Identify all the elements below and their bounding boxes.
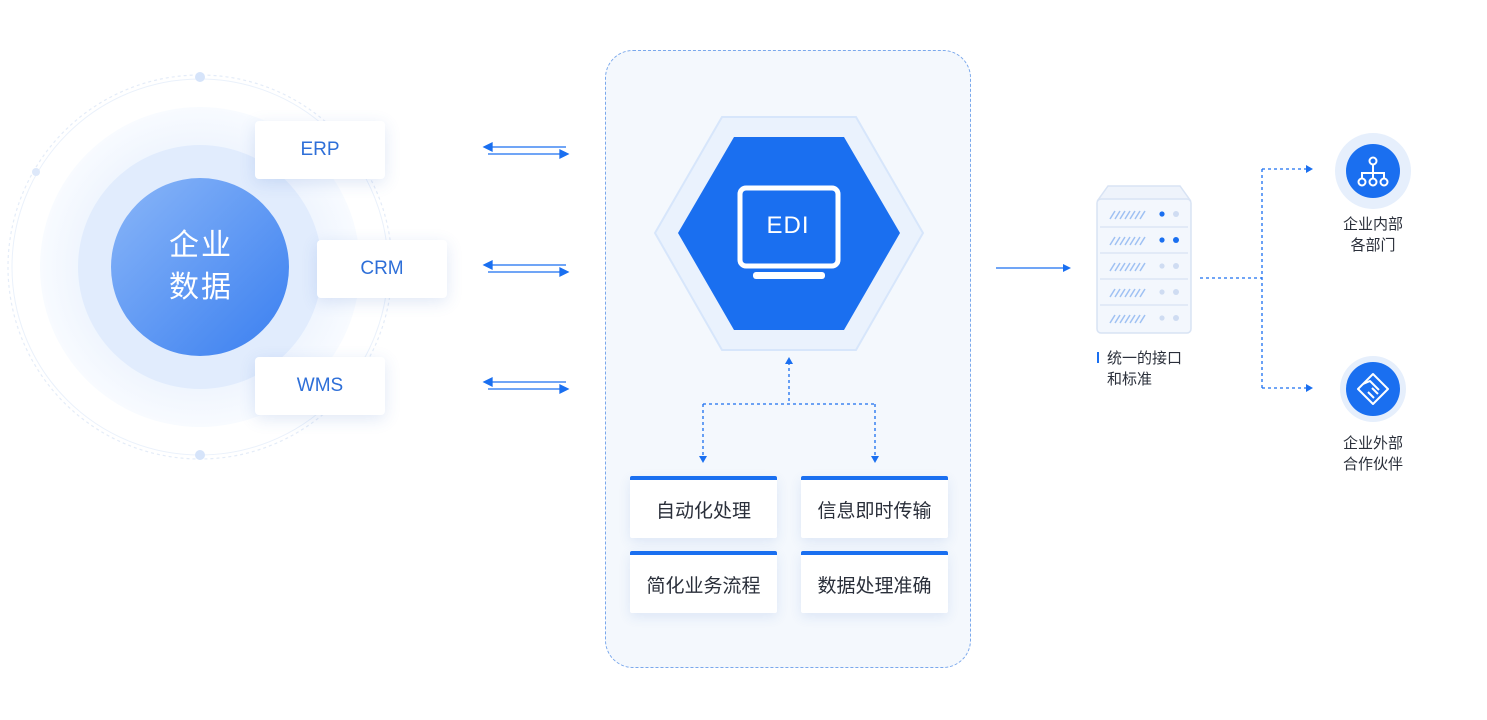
server-rack-icon: [1096, 185, 1192, 334]
edi-feature-connectors: [702, 362, 876, 458]
core-data-label: 企业 数据: [112, 178, 290, 356]
org-tree-icon: [1335, 133, 1411, 209]
distribution-arrowheads: [1306, 165, 1313, 392]
handshake-icon: [1340, 356, 1406, 422]
feature-card: 简化业务流程: [630, 551, 777, 613]
system-label: ERP: [300, 139, 340, 160]
edi-to-server-arrow: [996, 264, 1071, 272]
destination-line-2: 各部门: [1350, 237, 1396, 254]
interface-line-1: 统一的接口: [1107, 350, 1183, 367]
system-card-wms: WMS: [255, 357, 385, 415]
feature-card: 自动化处理: [630, 476, 777, 538]
system-label: WMS: [296, 375, 344, 396]
interface-line-2: 和标准: [1107, 371, 1153, 388]
feature-card: 数据处理准确: [801, 551, 948, 613]
core-line-2: 数据: [169, 271, 233, 304]
feature-card: 信息即时传输: [801, 476, 948, 538]
system-card-erp: ERP: [255, 121, 385, 179]
monitor-icon: [737, 185, 841, 279]
system-label: CRM: [360, 258, 404, 279]
interface-label-bar: [1097, 352, 1099, 363]
edi-label: EDI: [766, 212, 810, 239]
edi-hexagon: [653, 116, 925, 351]
interface-label: 统一的接口 和标准: [1107, 348, 1182, 390]
system-arrows: [482, 141, 570, 395]
core-data-circle: [111, 178, 289, 356]
distribution-connectors: [1200, 168, 1306, 389]
destination-external-label: 企业外部 合作伙伴: [1323, 433, 1423, 475]
system-card-crm: CRM: [317, 240, 447, 298]
destination-line-1: 企业外部: [1342, 435, 1403, 452]
destination-line-1: 企业内部: [1342, 216, 1403, 233]
destination-line-2: 合作伙伴: [1342, 456, 1403, 473]
destination-internal-label: 企业内部 各部门: [1323, 214, 1423, 256]
connector-arrowheads: [699, 357, 879, 463]
core-line-1: 企业: [169, 229, 233, 262]
